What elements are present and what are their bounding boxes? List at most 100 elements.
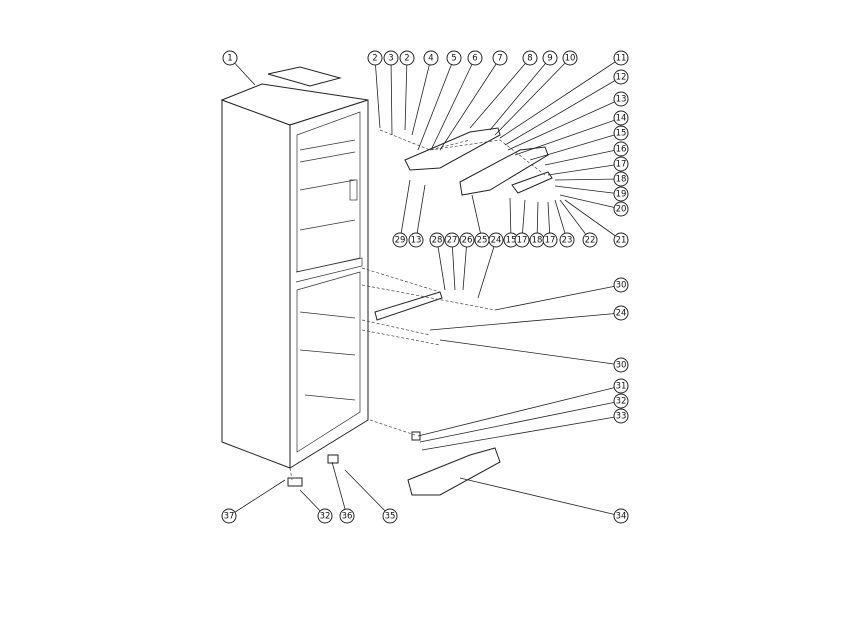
leader-line [514,117,622,156]
callout-number: 34 [616,512,627,522]
callout-circle [613,171,629,187]
refrigerator-cabinet [220,66,369,469]
callout-4: 4 [423,50,439,66]
leader-line [459,477,622,517]
callout-circle [221,508,237,524]
callout-number: 31 [616,382,627,392]
callout-circle [467,50,483,66]
callout-17: 17 [514,232,530,248]
leader-line [411,57,432,136]
callout-5: 5 [446,50,462,66]
callout-number: 22 [585,236,596,246]
callout-9: 9 [542,50,558,66]
callout-circle [613,408,629,424]
callout-37: 37 [221,508,237,524]
callout-circle [613,186,629,202]
callout-number: 23 [562,236,573,246]
callout-36: 36 [339,508,355,524]
callout-18: 18 [529,232,545,248]
callout-number: 33 [616,412,627,422]
callout-number: 24 [491,236,502,246]
callout-number: 2 [404,54,409,64]
callout-circle [613,50,629,66]
callout-number: 30 [616,281,627,291]
callout-circle [392,232,408,248]
leader-line [554,178,622,181]
callout-21: 21 [613,232,629,248]
leader-lines [228,57,622,517]
leader-line [417,57,455,151]
callout-number: 4 [428,54,433,64]
callout-number: 21 [616,236,627,246]
callout-number: 15 [506,236,517,246]
leader-line [439,57,501,151]
callout-2: 2 [367,50,383,66]
leader-line [415,184,426,241]
leader-line [331,461,348,517]
callout-circle [562,50,578,66]
callout-circle [429,232,445,248]
callout-number: 15 [616,129,627,139]
callout-number: 7 [497,54,502,64]
leader-line [494,284,622,311]
callout-26: 26 [459,232,475,248]
leader-line [564,199,622,241]
callout-circle [613,305,629,321]
callout-11: 11 [613,50,629,66]
callout-number: 18 [616,175,627,185]
callout-30: 30 [613,357,629,373]
callout-number: 30 [616,361,627,371]
callout-circle [613,110,629,126]
callout-number: 10 [565,54,576,64]
leader-line [494,57,571,136]
callout-32: 32 [317,508,333,524]
callout-circle [613,232,629,248]
callout-circle [613,69,629,85]
callout-circle [613,508,629,524]
callout-16: 16 [613,141,629,157]
callout-circle [408,232,424,248]
callout-circle [222,50,238,66]
callout-number: 24 [616,309,627,319]
callout-circle [613,91,629,107]
callout-17: 17 [542,232,558,248]
callout-circle [559,232,575,248]
leader-line [477,239,497,299]
callout-circle [492,50,508,66]
leader-line [529,132,622,161]
callout-number: 37 [224,512,235,522]
callout-25: 25 [474,232,490,248]
callout-circle [613,156,629,172]
callout-number: 17 [616,160,627,170]
leader-line [417,385,622,437]
callout-24: 24 [488,232,504,248]
leader-line [547,163,622,176]
callout-number: 11 [616,54,627,64]
callout-number: 1 [227,54,232,64]
leader-line [554,185,622,195]
leader-line [471,194,483,241]
callout-circle [613,141,629,157]
leader-line [429,312,622,331]
callout-circle [383,50,399,66]
callout-32: 32 [613,393,629,409]
callout-circle [459,232,475,248]
callout-circle [542,232,558,248]
callout-number: 28 [432,236,443,246]
callout-13: 13 [613,91,629,107]
callout-29: 29 [392,232,408,248]
callout-18: 18 [613,171,629,187]
callout-14: 14 [613,110,629,126]
callout-circle [514,232,530,248]
callout-number: 12 [616,73,627,83]
callout-number: 5 [451,54,456,64]
callout-17: 17 [613,156,629,172]
leader-line [228,479,286,517]
callout-number: 13 [411,236,422,246]
callout-number: 32 [320,512,331,522]
leader-line [462,239,468,291]
leader-line [499,57,622,139]
callout-33: 33 [613,408,629,424]
